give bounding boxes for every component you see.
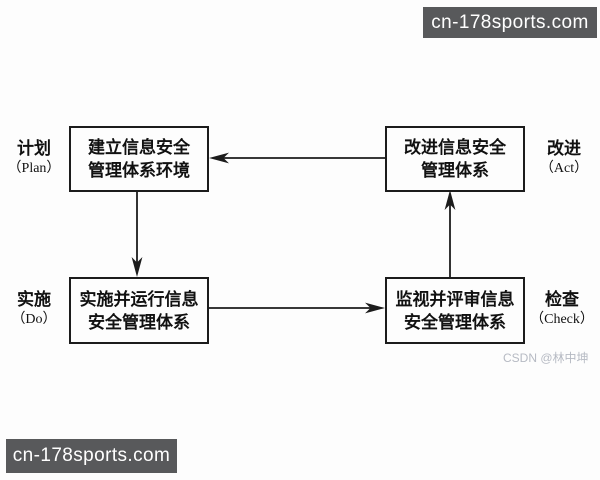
node-act-line1: 改进信息安全 [404, 138, 506, 157]
csdn-watermark: CSDN @林中坤 [503, 351, 589, 365]
phase-do-en: （Do） [11, 312, 57, 327]
node-act-line2: 管理体系 [421, 161, 489, 180]
arrow-plan-to-do [131, 190, 143, 277]
phase-do-cn: 实施 [17, 290, 51, 309]
phase-label-act: 改进 （Act） [526, 138, 600, 178]
site-banner-top: cn-178sports.com [423, 7, 597, 38]
arrow-act-to-plan [209, 152, 385, 164]
node-do-line1: 实施并运行信息 [79, 289, 199, 309]
arrow-do-to-check [207, 302, 385, 314]
node-plan-box: 建立信息安全 管理体系环境 [69, 126, 209, 192]
phase-act-cn: 改进 [547, 139, 581, 158]
phase-check-cn: 检查 [545, 290, 579, 309]
phase-check-en: （Check） [530, 312, 594, 327]
node-check-line1: 监视并评审信息 [395, 289, 515, 309]
node-plan-line2: 管理体系环境 [88, 161, 190, 180]
phase-label-plan: 计划 （Plan） [0, 138, 72, 178]
phase-label-do: 实施 （Do） [0, 289, 72, 329]
site-banner-bottom-text: cn-178sports.com [12, 445, 171, 466]
node-do-box: 实施并运行信息 安全管理体系 [69, 277, 209, 344]
phase-plan-cn: 计划 [17, 139, 51, 158]
node-do-line2: 安全管理体系 [88, 312, 190, 332]
node-act-box: 改进信息安全 管理体系 [385, 126, 525, 192]
site-banner-top-text: cn-178sports.com [431, 11, 589, 33]
arrow-check-to-act [444, 190, 456, 277]
node-plan-line1: 建立信息安全 [88, 138, 190, 157]
node-check-box: 监视并评审信息 安全管理体系 [385, 277, 525, 344]
phase-plan-en: （Plan） [7, 161, 61, 176]
site-banner-bottom: cn-178sports.com [6, 439, 177, 473]
node-check-line2: 安全管理体系 [404, 312, 506, 332]
phase-act-en: （Act） [539, 161, 589, 176]
phase-label-check: 检查 （Check） [524, 289, 600, 329]
